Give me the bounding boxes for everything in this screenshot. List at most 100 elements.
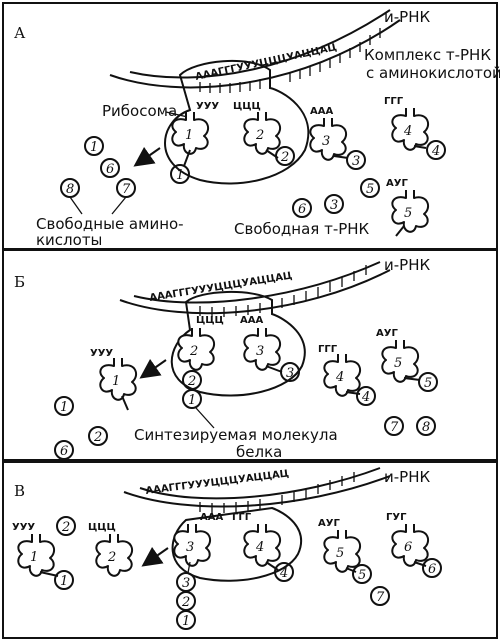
amino-acid: 6 bbox=[54, 440, 74, 460]
ribosome-label: Рибосома bbox=[102, 102, 177, 120]
trna-number-5: 5 bbox=[394, 356, 402, 371]
panel-a-letter: А bbox=[14, 24, 26, 42]
free-trna-label: Свободная т-РНК bbox=[234, 220, 370, 238]
trna-4: ГГГ 4 bbox=[318, 344, 362, 397]
svg-text:3: 3 bbox=[286, 366, 294, 381]
svg-text:4: 4 bbox=[431, 144, 440, 159]
trna-number-1: 1 bbox=[30, 550, 38, 565]
trna-number-6: 6 bbox=[404, 540, 412, 555]
svg-text:1: 1 bbox=[188, 393, 196, 408]
mrna-ticks bbox=[199, 472, 355, 513]
amino-acid: 6 bbox=[292, 198, 312, 218]
amino-acid: 8 bbox=[416, 416, 436, 436]
trna-2: ЦЦЦ 2 bbox=[233, 101, 282, 159]
trna-number-5: 5 bbox=[336, 546, 344, 561]
amino-acids-a: 1 2 3 4 1 6 7 8 6 3 5 bbox=[60, 136, 446, 218]
svg-text:6: 6 bbox=[428, 562, 436, 577]
panel-c-letter: В bbox=[14, 482, 25, 500]
protein-label-line1: Синтезируемая молекула bbox=[134, 426, 338, 444]
mrna-label: и-РНК bbox=[384, 8, 430, 26]
amino-acid: 1 bbox=[54, 396, 74, 416]
mrna-sequence: АААГГГУУУЦЦЦУАЦЦАЦ bbox=[145, 468, 290, 497]
trna-number-3: 3 bbox=[256, 344, 264, 359]
mrna-ticks bbox=[199, 265, 367, 317]
amino-acid: 4 bbox=[356, 386, 376, 406]
protein-label-line2: белка bbox=[236, 443, 282, 461]
ribosome bbox=[171, 506, 302, 582]
mrna-strand bbox=[129, 9, 391, 79]
svg-text:8: 8 bbox=[422, 420, 430, 435]
trna-2: ЦЦЦ 2 bbox=[88, 522, 134, 577]
anticodon-5: АУГ bbox=[318, 518, 340, 529]
amino-acid: 5 bbox=[352, 564, 372, 584]
amino-acid: 4 bbox=[274, 562, 294, 582]
anticodon-3: ААА bbox=[310, 106, 333, 117]
amino-acid: 2 bbox=[275, 146, 295, 166]
svg-text:5: 5 bbox=[366, 182, 374, 197]
amino-acid: 1 bbox=[170, 164, 190, 184]
trna-number-1: 1 bbox=[185, 128, 193, 143]
amino-acid: 7 bbox=[384, 416, 404, 436]
trna-3: ААА 3 bbox=[173, 512, 223, 567]
svg-text:3: 3 bbox=[330, 198, 338, 213]
trna-3: ААА 3 bbox=[309, 106, 349, 161]
amino-acids-b: 2 1 3 4 5 1 2 6 7 8 bbox=[54, 362, 438, 460]
svg-text:1: 1 bbox=[176, 168, 184, 183]
anticodon-1: УУУ bbox=[90, 348, 113, 359]
trna-1: УУУ 1 bbox=[171, 101, 219, 167]
svg-text:5: 5 bbox=[358, 568, 366, 583]
amino-acid: 3 bbox=[346, 150, 366, 170]
amino-acid: 3 bbox=[280, 362, 300, 382]
panel-b: Б АААГГГУУУЦЦЦУАЦЦАЦ и-РНК Синтезируемая… bbox=[2, 249, 498, 461]
complex-label-line2: с аминокислотой bbox=[366, 64, 500, 82]
anticodon-3: ААА bbox=[200, 512, 223, 523]
trna-1: УУУ 1 bbox=[12, 522, 59, 577]
trna-5: АУГ 5 bbox=[318, 518, 362, 573]
anticodon-4: ГГГ bbox=[232, 512, 252, 523]
trna-number-4: 4 bbox=[335, 370, 344, 385]
amino-acid: 5 bbox=[360, 178, 380, 198]
trna-number-3: 3 bbox=[186, 540, 194, 555]
svg-text:1: 1 bbox=[60, 574, 68, 589]
trna-5: АУГ 5 bbox=[386, 178, 430, 237]
anticodon-2: ЦЦЦ bbox=[233, 101, 261, 112]
panel-b-letter: Б bbox=[14, 273, 25, 291]
anticodon-4: ГГГ bbox=[384, 96, 404, 107]
free-amino-label-line1: Свободные амино- bbox=[36, 215, 184, 233]
free-amino-label-line2: кислоты bbox=[36, 231, 102, 249]
anticodon-1: УУУ bbox=[12, 522, 35, 533]
amino-acid: 4 bbox=[426, 140, 446, 160]
anticodon-2: ЦЦЦ bbox=[88, 522, 116, 533]
svg-text:3: 3 bbox=[182, 576, 190, 591]
anticodon-5: АУГ bbox=[386, 178, 408, 189]
anticodon-3: ААА bbox=[240, 315, 263, 326]
trna-5: АУГ 5 bbox=[376, 328, 421, 383]
svg-text:2: 2 bbox=[280, 150, 289, 165]
amino-acid: 2 bbox=[56, 516, 76, 536]
svg-text:4: 4 bbox=[279, 566, 288, 581]
amino-acid: 1 bbox=[54, 570, 74, 590]
release-arrow-a bbox=[133, 146, 161, 167]
amino-acid: 3 bbox=[324, 194, 344, 214]
amino-acids-c: 2 1 3 2 1 4 5 7 6 bbox=[54, 516, 442, 630]
trna-number-2: 2 bbox=[255, 128, 264, 143]
anticodon-1: УУУ bbox=[196, 101, 219, 112]
anticodon-2: ЦЦЦ bbox=[196, 315, 224, 326]
amino-acid: 1 bbox=[176, 610, 196, 630]
svg-text:1: 1 bbox=[90, 140, 98, 155]
mrna-ticks bbox=[199, 28, 381, 93]
svg-text:6: 6 bbox=[106, 162, 114, 177]
trna-number-2: 2 bbox=[189, 344, 198, 359]
ribosome bbox=[170, 291, 306, 397]
amino-acid: 5 bbox=[418, 372, 438, 392]
trna-number-1: 1 bbox=[112, 374, 120, 389]
svg-text:4: 4 bbox=[361, 390, 370, 405]
release-arrow-c bbox=[141, 546, 169, 567]
trna-1: УУУ 1 bbox=[90, 348, 138, 411]
anticodon-4: ГГГ bbox=[318, 344, 338, 355]
anticodon-6: ГУГ bbox=[386, 512, 407, 523]
ribosome bbox=[164, 60, 310, 185]
trna-4: ГГГ 4 bbox=[232, 512, 282, 571]
